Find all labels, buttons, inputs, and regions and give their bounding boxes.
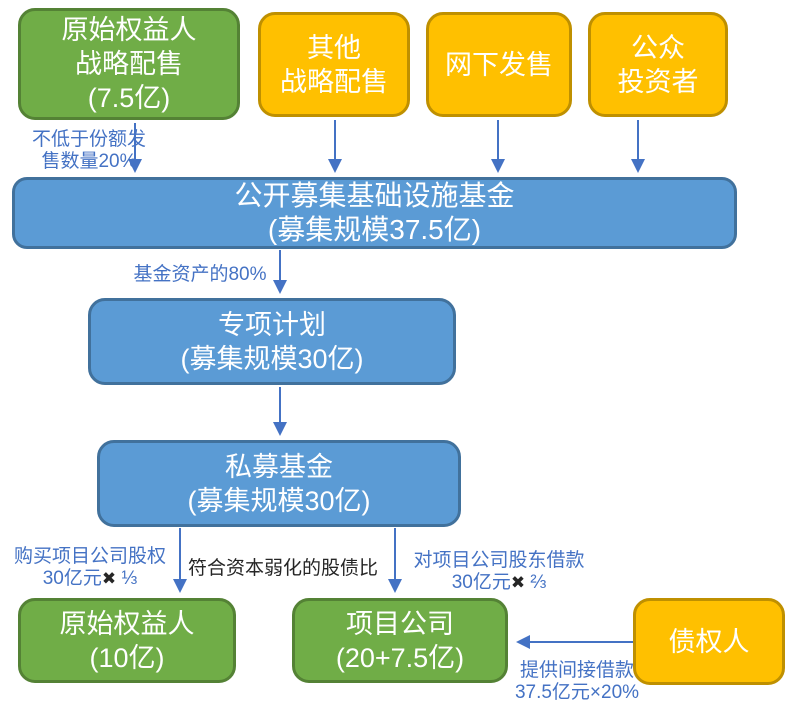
label-line: 30亿元✖ ⅓: [42, 568, 138, 589]
node-text-line: (募集规模30亿): [187, 485, 371, 516]
node-text-line: 债权人: [668, 626, 750, 657]
label-indirect-loan: 提供间接借款 37.5亿元×20%: [506, 660, 648, 704]
node-public-fund: 公开募集基础设施基金 (募集规模37.5亿): [12, 177, 737, 249]
node-text-line: 专项计划: [218, 309, 326, 340]
label-line: 30亿元✖ ⅔: [451, 572, 547, 593]
label-line: 售数量20%: [41, 151, 137, 172]
node-text-line: (20+7.5亿): [335, 642, 465, 673]
multiply-icon: ✖: [510, 573, 526, 592]
node-text-line: (募集规模30亿): [180, 343, 364, 374]
node-project-company: 项目公司 (20+7.5亿): [292, 598, 508, 683]
label-fund-assets-80pct: 基金资产的80%: [133, 264, 267, 285]
label-min-offering: 不低于份额发 售数量20%: [2, 129, 176, 173]
multiply-icon: ✖: [101, 569, 117, 588]
node-text-line: (募集规模37.5亿): [267, 214, 482, 245]
node-private-fund: 私募基金 (募集规模30亿): [97, 440, 461, 527]
label-buy-equity: 购买项目公司股权 30亿元✖ ⅓: [5, 546, 175, 590]
node-text-line: 原始权益人: [59, 608, 195, 639]
label-shareholder-loan: 对项目公司股东借款 30亿元✖ ⅔: [403, 550, 595, 594]
node-text-line: 项目公司: [346, 608, 454, 639]
node-originator-strategic: 原始权益人 战略配售 (7.5亿): [18, 8, 240, 120]
node-text-line: 私募基金: [225, 451, 333, 482]
node-public-investors: 公众 投资者: [588, 12, 728, 117]
label-line: 对项目公司股东借款: [413, 550, 585, 571]
node-offline-offering: 网下发售: [426, 12, 572, 117]
node-text-line: 战略配售: [280, 66, 388, 97]
node-text-line: (10亿): [89, 642, 165, 673]
node-text-line: 网下发售: [445, 49, 553, 80]
node-text-line: 投资者: [617, 66, 699, 97]
node-creditor: 债权人: [633, 598, 785, 685]
node-originator: 原始权益人 (10亿): [18, 598, 236, 683]
label-line: 不低于份额发: [31, 129, 146, 150]
node-text-line: (7.5亿): [87, 83, 171, 113]
label-line: 购买项目公司股权: [13, 546, 166, 567]
node-abs-plan: 专项计划 (募集规模30亿): [88, 298, 456, 385]
label-line: 提供间接借款: [519, 660, 634, 681]
node-text-line: 原始权益人: [61, 15, 197, 45]
node-text-line: 战略配售: [75, 49, 183, 79]
node-text-line: 其他: [307, 32, 361, 63]
label-line: 37.5亿元×20%: [514, 682, 640, 703]
label-capital-weakening: 符合资本弱化的股债比: [188, 558, 379, 579]
node-other-strategic: 其他 战略配售: [258, 12, 410, 117]
node-text-line: 公开募集基础设施基金: [234, 180, 515, 211]
node-text-line: 公众: [631, 32, 685, 63]
